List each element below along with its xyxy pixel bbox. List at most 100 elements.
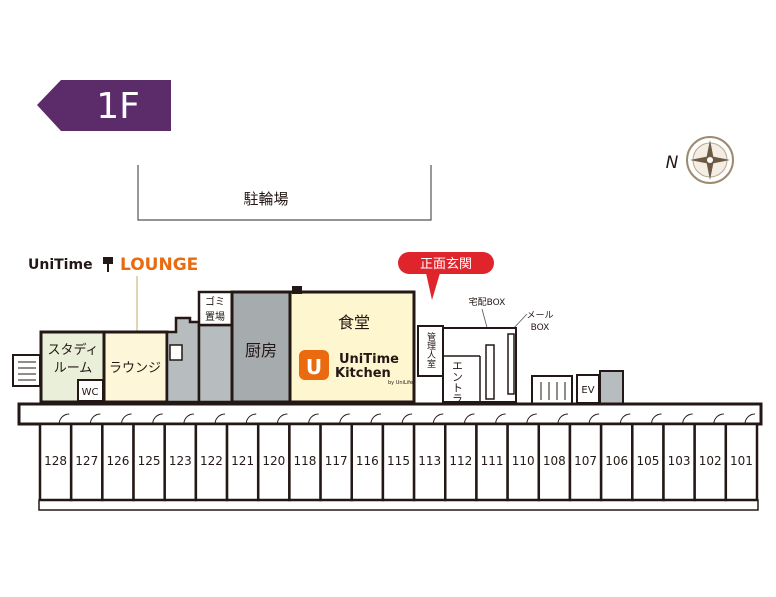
kitchen-room: 厨房 xyxy=(230,290,292,404)
door-103 xyxy=(682,413,693,425)
unit-126 xyxy=(101,422,135,502)
ev-label: EV xyxy=(581,385,594,396)
unit-113 xyxy=(412,422,447,502)
kitchen-label: 厨房 xyxy=(245,341,277,360)
unit-number-128: 128 xyxy=(44,454,67,468)
service-area xyxy=(165,316,234,404)
door-115 xyxy=(401,413,413,425)
lounge-logo-unitime: UniTime xyxy=(28,257,93,273)
unitime-kitchen-logo: U UniTime Kitchen by UniLife xyxy=(299,350,413,386)
door-118 xyxy=(308,413,319,425)
unit-number-120: 120 xyxy=(262,454,285,468)
lounge-lamp-icon xyxy=(103,257,113,272)
lounge-logo: UniTime LOUNGE xyxy=(28,255,198,332)
door-105 xyxy=(650,413,662,425)
dining-label: 食堂 xyxy=(338,313,370,332)
stair-east xyxy=(531,375,573,405)
door-123 xyxy=(183,413,194,425)
unit-128 xyxy=(38,422,73,502)
door-112 xyxy=(463,413,475,425)
door-106 xyxy=(619,413,631,425)
unit-number-127: 127 xyxy=(75,454,98,468)
unit-number-126: 126 xyxy=(106,454,129,468)
door-113 xyxy=(432,413,444,425)
door-125 xyxy=(152,413,163,425)
mail-box-label-line1: メール xyxy=(526,311,553,321)
door-128 xyxy=(58,413,70,425)
door-122 xyxy=(214,413,226,425)
unit-number-106: 106 xyxy=(605,454,628,468)
garbage-label-line2: 置場 xyxy=(205,310,225,323)
door-121 xyxy=(245,413,257,425)
study-room-label-line1: スタディ xyxy=(47,342,98,358)
unit-number-125: 125 xyxy=(138,454,161,468)
bicycle-parking-label: 駐輪場 xyxy=(243,190,288,208)
stair-west xyxy=(12,354,41,387)
unit-115 xyxy=(381,422,416,502)
bicycle-parking: 駐輪場 xyxy=(137,165,432,221)
mail-box-label-line2: BOX xyxy=(531,323,550,333)
unit-number-121: 121 xyxy=(231,454,254,468)
compass-north-label: N xyxy=(666,153,679,173)
study-room-label-line2: ルーム xyxy=(54,361,93,376)
door-108 xyxy=(557,413,569,425)
unit-number-118: 118 xyxy=(294,454,317,468)
door-127 xyxy=(89,413,101,425)
kitchen-logo-line1: UniTime xyxy=(339,352,399,367)
unit-number-102: 102 xyxy=(699,454,722,468)
ev-room: EV xyxy=(576,370,624,406)
unit-number-101: 101 xyxy=(730,454,753,468)
unit-number-110: 110 xyxy=(512,454,535,468)
delivery-box-label: 宅配BOX xyxy=(469,296,506,308)
kitchen-logo-line2: Kitchen xyxy=(335,366,391,381)
door-110 xyxy=(526,413,537,425)
door-116 xyxy=(370,413,381,425)
delivery-box xyxy=(485,344,495,400)
unit-number-105: 105 xyxy=(636,454,659,468)
lounge-room: ラウンジ xyxy=(102,330,169,404)
garbage-label-line1: ゴミ xyxy=(205,295,225,308)
door-107 xyxy=(588,413,600,425)
lounge-room-label: ラウンジ xyxy=(109,361,161,376)
unit-number-107: 107 xyxy=(574,454,597,468)
unit-number-117: 117 xyxy=(325,454,348,468)
lounge-logo-text: LOUNGE xyxy=(120,255,198,275)
unit-102 xyxy=(693,422,728,502)
unit-112 xyxy=(444,422,478,502)
door-102 xyxy=(713,413,724,425)
unit-number-112: 112 xyxy=(449,454,472,468)
pot-icon xyxy=(299,350,329,380)
kitchen-logo-badge: U xyxy=(306,355,322,379)
unit-number-115: 115 xyxy=(387,454,410,468)
unit-101 xyxy=(724,422,759,502)
unit-122 xyxy=(194,422,229,502)
door-111 xyxy=(495,413,506,425)
unit-number-122: 122 xyxy=(200,454,223,468)
door-117 xyxy=(339,413,350,425)
unit-number-103: 103 xyxy=(668,454,691,468)
unit-103 xyxy=(662,422,696,502)
wc-room: WC xyxy=(77,379,104,402)
unit-106 xyxy=(599,422,634,502)
compass-icon: N xyxy=(666,136,734,184)
unit-110 xyxy=(506,422,541,502)
floor-badge: 1F xyxy=(37,80,171,131)
front-entrance-label: 正面玄関 xyxy=(420,257,472,272)
door-126 xyxy=(121,413,132,425)
unit-127 xyxy=(69,422,104,502)
unit-number-116: 116 xyxy=(356,454,379,468)
garbage-area: ゴミ 置場 xyxy=(197,290,234,327)
unit-number-113: 113 xyxy=(418,454,441,468)
front-entrance-callout: 正面玄関 xyxy=(398,252,494,300)
door-120 xyxy=(276,413,288,425)
wc-label: WC xyxy=(82,387,99,398)
unit-125 xyxy=(132,422,166,502)
floor-label: 1F xyxy=(96,86,140,127)
management-label: 管理人室 xyxy=(425,331,436,368)
unit-number-108: 108 xyxy=(543,454,566,468)
dining-room: 食堂 xyxy=(288,286,416,404)
mail-box xyxy=(507,333,515,395)
balcony xyxy=(38,499,759,511)
